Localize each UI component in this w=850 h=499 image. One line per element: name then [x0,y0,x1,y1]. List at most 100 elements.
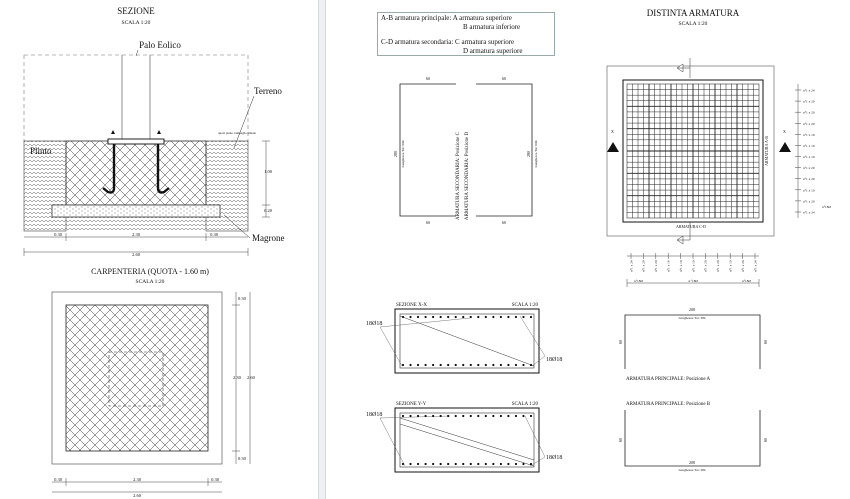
rebar-dot [492,363,495,367]
grid-right-spacing: n°1 x 24 n°1 x 20 n°1 x 20 n°1 x 20 n°1 x 16… [795,89,815,215]
rebar-dot [401,462,405,466]
sec-d-bottom-dim: 60 [502,220,506,225]
grid-right-spacing-label: n°1 x 24 [803,211,815,215]
sec-c-side-dim: 280 [393,151,398,157]
grid-bottom-spacing-label: n°1 x 10 [729,260,733,272]
rebar-dot [416,462,420,466]
rebar-dot [416,315,420,319]
rebar-dot [484,315,487,319]
section-mark-right: X [783,129,786,134]
rebar-dot [401,315,405,319]
rebar-dot [401,414,405,418]
rebar-dot [409,315,412,319]
bar-shape-a [624,314,761,369]
anchor-bolt-left [102,144,116,194]
rebar-dot [492,414,495,418]
grid-bottom-spacing-label: n°1 x 10 [691,260,695,272]
pri-b-length: Lunghezza Tot: 384 [678,468,705,472]
grid-bottom-spacing-label: n°1 x 24 [629,260,633,272]
pri-a-side-left: 60 [618,340,623,344]
rebar-dot [447,414,450,418]
rebar-dot [499,315,502,319]
yy-bar-left: 18Ø18 [366,412,382,418]
rebar-dot [477,315,480,319]
grid-bottom-edge-left: n°18Ø [634,279,643,283]
rebar-dot [499,462,502,466]
legend-box: A-B armatura principale: A armatura supe… [377,12,555,56]
grid-right-spacing-label: n°1 x 24 [803,89,815,93]
rebar-dot [514,414,518,418]
grid-label-cd: ARMATURA C-D [676,224,706,229]
grid-bottom-spacing-label: n°1 x 20 [654,260,658,272]
grid-bottom-spacing-label: n°1 x 10 [679,260,683,272]
rebar-dot [401,363,405,367]
pri-label-a: ARMATURA PRINCIPALE: Posizione A [626,377,711,382]
rebar-dot [462,315,465,319]
rebar-dot [424,315,427,319]
xx-scale: SCALA 1:20 [512,303,539,308]
grid-bottom-spacing-label: n°1 x 20 [741,260,745,272]
grid-right-spacing-label: n°1 x 10 [803,144,815,148]
dim-section-h2: 0.20 [264,208,273,213]
plan-title: CARPENTERIA (QUOTA - 1.60 m) [91,267,209,276]
section-mark-left: X [611,129,614,134]
grid-right-spacing-label: n°1 x 20 [803,166,815,170]
section-scale: SCALA 1:20 [122,20,151,26]
rebar-dot [484,462,487,466]
grid-bottom-total: 4 °18Ø [688,279,698,283]
rebar-dot [409,363,412,367]
grid-right-spacing-label: n°1 x 10 [803,155,815,159]
sec-d-length: Lunghezza Tot: 604 [534,140,538,167]
rebar-dot [454,414,457,418]
section-drawing [23,54,249,232]
bar-shape-d [476,83,533,217]
dim-section-w1: 0.30 [54,232,63,237]
grid-bottom-edge-right: n°18Ø [742,279,751,283]
rebar-dot [462,363,465,367]
rebar-dot [492,315,495,319]
section-title: SEZIONE [117,6,155,16]
rebar-dot [477,462,480,466]
dim-section-h1: 1.00 [264,169,273,174]
legend-cd: C-D armatura secondaria: C armatura supe… [381,38,515,46]
dim-plan-h1: 0.30 [54,477,63,482]
grid-right-spacing-label: n°1 x 20 [803,100,815,104]
bar-shape-c [399,83,456,217]
grid-right-spacing-label: n°1 x 20 [803,177,815,181]
dim-plan-v3: 0.30 [238,456,247,461]
yy-bar-right: 18Ø18 [546,455,562,461]
rebar-dot [522,315,525,319]
rebar-dot [447,315,450,319]
yy-scale: SCALA 1:20 [512,402,539,407]
sec-label-c: ARMATURA SECONDARIA: Posizione C [456,131,461,220]
sheet-divider [318,0,326,499]
grid-right-spacing-label: n°1 x 20 [803,199,815,203]
pri-b-side-left: 60 [618,438,623,442]
rebar-dot [432,462,435,466]
rebar-dot [522,414,525,418]
rebar-dot [529,462,533,466]
rebar-dot [454,363,457,367]
rebar-dot [514,363,518,367]
xx-bar-left: 18Ø18 [366,321,382,327]
pri-b-top-dim: 208 [689,460,695,465]
section-arrow-right [779,142,791,152]
dim-section-w2: 2.30 [132,232,141,237]
distinta-title: DISTINTA ARMATURA [647,8,740,18]
rebar-dot [469,414,472,418]
plan-dimensions [52,292,251,493]
rebar-dot [507,462,510,466]
yy-title: SEZIONE Y-Y [396,402,427,407]
grid-bottom-spacing-label: n°1 x 24 [753,260,757,272]
grid-right-spacing-label: n°1 x 20 [803,111,815,115]
footing-block [65,140,207,206]
sec-c-top-dim: 60 [426,76,430,81]
dim-plan-vt: 2.60 [247,375,256,380]
rebar-dot [424,363,427,367]
rebar-dot [492,462,495,466]
sec-c-bottom-dim: 60 [426,220,430,225]
grid-right-spacing-label: n°1 x 16 [803,133,815,137]
rebar-dot [439,462,442,466]
dim-plan-h2: 2.30 [133,477,142,482]
rebar-dot [507,315,510,319]
